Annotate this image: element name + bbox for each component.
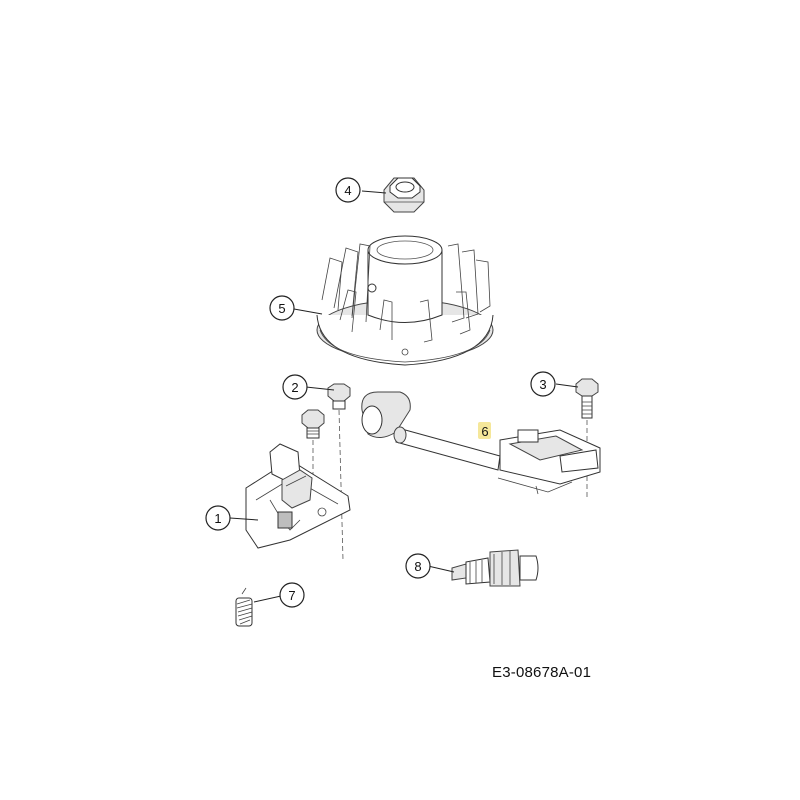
drawing-reference-code: E3-08678A-01 [492,664,592,681]
spring-part [235,587,253,627]
callout-3: 3 [530,371,556,397]
ignition-coil-part [361,391,601,495]
callout-4: 4 [335,177,361,203]
callout-6-highlight [478,422,491,439]
callout-label-5: 5 [278,301,285,316]
callout-8: 8 [405,553,431,579]
hex-nut-part [383,177,425,213]
callout-5: 5 [269,295,295,321]
leader-lines [229,190,579,603]
callout-label-8: 8 [414,559,421,574]
callout-1: 1 [205,505,231,531]
callout-7: 7 [279,582,305,608]
callout-label-7: 7 [288,588,295,603]
callout-label-4: 4 [344,183,351,198]
spark-plug-part [451,549,539,587]
callout-label-3: 3 [539,377,546,392]
callout-label-2: 2 [291,380,298,395]
callout-2: 2 [282,374,308,400]
bracket-plate-part [245,443,351,549]
callout-label-1: 1 [214,511,221,526]
callout-label-6: 6 [481,424,488,439]
callout-6: 6 [478,422,491,439]
flywheel-part [316,235,494,366]
